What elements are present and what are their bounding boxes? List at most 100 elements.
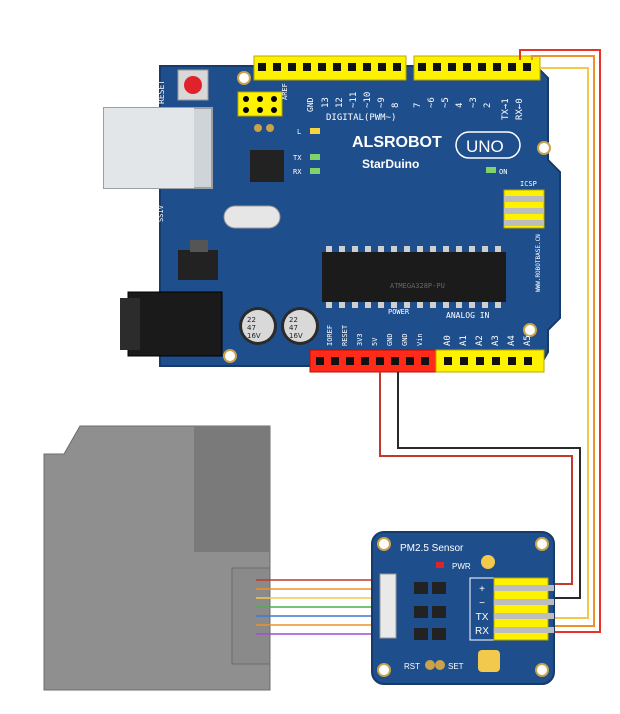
set-label: SET: [448, 662, 464, 671]
header-pin: [523, 63, 531, 71]
svg-text:16V: 16V: [247, 332, 261, 340]
digital-pin-label: ~6: [427, 97, 437, 108]
power-pin-label: Vin: [416, 333, 424, 346]
sensor-board-title: PM2.5 Sensor: [400, 543, 464, 554]
header-pin: [418, 63, 426, 71]
header-pin: [288, 63, 296, 71]
header-pin: [333, 63, 341, 71]
power-header: [309, 349, 437, 373]
sensor-pin-label: TX: [476, 612, 489, 623]
usb-icsp-header: [237, 91, 283, 117]
rst-label: RST: [404, 662, 420, 671]
wire-rx-2: [540, 67, 589, 619]
digital-gnd-label: GND: [306, 97, 315, 112]
digital-pin-label: 7: [413, 103, 423, 108]
crystal: [223, 205, 281, 229]
capacitor: 22 47 16V: [239, 307, 277, 345]
power-pin-label: GND: [386, 333, 394, 346]
mount-hole: [237, 71, 251, 85]
digital-pin-label: TX→1: [501, 98, 511, 120]
power-pin-label: GND: [401, 333, 409, 346]
uno-label: UNO: [466, 137, 504, 156]
header-pin: [258, 63, 266, 71]
led-label-l: L: [297, 128, 301, 136]
board-logo: [478, 650, 500, 672]
sensor-pin-label: +: [479, 584, 485, 595]
header-pin: [448, 63, 456, 71]
power-pin-labels: IOREF RESET 3V3 5V GND GND Vin: [326, 324, 424, 346]
digital-pin-label: ~5: [441, 97, 451, 108]
board-model: StarDuino: [362, 157, 419, 171]
sensor-pin-label: RX: [475, 626, 489, 637]
header-pin: [433, 63, 441, 71]
power-label: POWER: [388, 308, 410, 316]
power-pin-label: 3V3: [356, 333, 364, 346]
analog-pin-label: A1: [459, 335, 469, 346]
svg-text:22: 22: [247, 316, 256, 324]
header-pin: [273, 63, 281, 71]
on-led-label: ON: [499, 168, 507, 176]
svg-text:22: 22: [289, 316, 298, 324]
sensor-connector: [379, 573, 397, 639]
svg-text:47: 47: [247, 324, 256, 332]
header-pin: [493, 63, 501, 71]
digital-pin-label: 13: [321, 97, 331, 108]
status-led: [481, 555, 495, 569]
digital-pin-label: ~3: [469, 97, 479, 108]
digital-pin-label: ~11: [349, 92, 359, 108]
header-pin: [393, 63, 401, 71]
wires: [379, 49, 601, 633]
mount-hole: [537, 141, 551, 155]
header-pin: [378, 63, 386, 71]
digital-header-label: DIGITAL(PWM~): [326, 113, 396, 123]
header-pin: [463, 63, 471, 71]
header-pin: [348, 63, 356, 71]
sensor-pin-label: −: [479, 598, 485, 609]
digital-header: [253, 55, 541, 81]
analog-header: [435, 349, 545, 373]
capacitor: 22 47 16V: [281, 307, 319, 345]
mount-hole: [223, 349, 237, 363]
icsp-label: ICSP: [520, 180, 537, 188]
header-pin: [318, 63, 326, 71]
aref-label: AREF: [281, 83, 289, 100]
svg-text:47: 47: [289, 324, 298, 332]
reset-button-cap: [184, 76, 202, 94]
header-pin: [478, 63, 486, 71]
dc-jack: [127, 291, 223, 357]
power-pin-label: 5V: [371, 337, 379, 346]
reset-label: RESET: [157, 80, 166, 104]
analog-label: ANALOG IN: [446, 311, 490, 320]
board-side-text: WWW.ROBOTBASE.CN: [535, 234, 542, 292]
mount-hole: [523, 323, 537, 337]
analog-pin-label: A4: [507, 335, 517, 346]
wire-rx: [531, 55, 595, 627]
digital-pin-label: 8: [391, 103, 401, 108]
header-pin: [363, 63, 371, 71]
wire-5v: [379, 372, 573, 585]
digital-pin-label: ~9: [377, 97, 387, 108]
board-brand: ALSROBOT: [352, 134, 442, 151]
arduino-board: RESET AREF DIGITAL(PWM~) GND 13 12 ~11 ~10 ~9…: [103, 55, 561, 373]
microcontroller: ATMEGA328P-PU: [322, 246, 506, 308]
pm25-laser-sensor: [43, 425, 271, 691]
power-pin-label: RESET: [341, 324, 349, 346]
header-pin: [303, 63, 311, 71]
analog-pin-label: A2: [475, 335, 485, 346]
power-pin-label: IOREF: [326, 325, 334, 346]
wire-gnd: [397, 372, 581, 599]
digital-pin-label: ~10: [363, 92, 373, 108]
analog-pin-label: A0: [443, 335, 453, 346]
svg-text:16V: 16V: [289, 332, 303, 340]
voltage-regulator: [178, 250, 218, 280]
ribbon-cable: [256, 579, 380, 635]
chip-label: ATMEGA328P-PU: [390, 282, 445, 290]
uno-badge: [455, 131, 521, 159]
digital-pin-label: 12: [335, 97, 345, 108]
analog-pin-label: A5: [523, 335, 533, 346]
usb-chip: [250, 150, 284, 182]
sensor-pin-labels: + − TX RX: [475, 584, 489, 637]
digital-pin-label: 2: [483, 103, 493, 108]
